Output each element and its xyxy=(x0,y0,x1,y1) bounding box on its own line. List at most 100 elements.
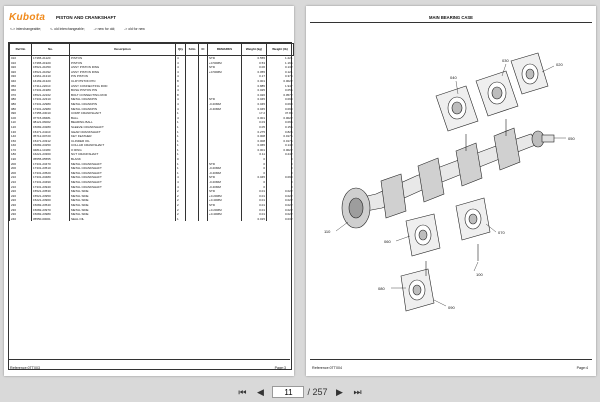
table-cell: 17365-21120 xyxy=(31,55,70,61)
table-cell xyxy=(185,216,199,222)
counterweight xyxy=(417,157,445,203)
table-cell: 220 xyxy=(9,198,32,203)
main-bearing-case xyxy=(405,213,441,257)
table-cell xyxy=(185,65,199,70)
table-cell xyxy=(207,74,242,79)
table-header-row: Ref No No. Description Qty S.No IC REMAR… xyxy=(9,43,294,56)
main-bearing-case xyxy=(455,197,491,241)
table-cell: 0.0022 xyxy=(266,147,294,153)
table-cell: 0.055 xyxy=(241,69,267,75)
table-cell: 0.17 xyxy=(241,74,267,79)
table-cell xyxy=(198,115,208,121)
table-cell: 1 xyxy=(175,120,186,125)
col-header: Weight (lb) xyxy=(266,43,294,56)
table-cell: METAL CRANKSHAFT xyxy=(69,180,176,185)
table-cell xyxy=(198,180,208,185)
table-cell: 15082-23280 xyxy=(31,124,70,130)
table-cell: 05712-00720 xyxy=(31,134,70,139)
table-cell: 090 xyxy=(9,111,32,116)
table-cell: 0 xyxy=(266,166,294,171)
next-page-icon[interactable]: ▶ xyxy=(336,386,343,397)
table-cell: 07715-08481 xyxy=(31,115,70,121)
table-cell xyxy=(207,83,242,89)
table-cell: 1 xyxy=(175,111,186,116)
table-cell: 0.022 xyxy=(266,212,294,217)
table-cell xyxy=(198,92,208,98)
table-cell: 0 xyxy=(241,170,267,176)
table-cell xyxy=(185,180,199,185)
table-cell: 0.05 xyxy=(241,124,267,130)
table-cell: 200 xyxy=(9,161,32,167)
col-header: Ref No xyxy=(9,43,32,56)
table-cell xyxy=(198,138,208,144)
table-cell: COLLAR CRANKSHAFT xyxy=(69,143,176,148)
previous-page-icon[interactable]: ◀ xyxy=(257,386,264,397)
table-cell: 1 xyxy=(175,124,186,130)
table-cell: 17331-22980 xyxy=(31,106,70,112)
table-cell: 0 xyxy=(266,157,294,162)
table-cell: 08121-06002 xyxy=(31,120,70,125)
table-cell: 17331-21980 xyxy=(31,88,70,93)
table-cell xyxy=(185,111,199,116)
first-page-icon[interactable]: ⏮ xyxy=(238,386,247,397)
table-cell: 0.01 xyxy=(241,193,267,199)
table-cell: 1.947 xyxy=(266,83,294,89)
table-cell: 0.008 xyxy=(241,138,267,144)
table-cell: 0.032 xyxy=(266,216,294,222)
table-cell: 070 xyxy=(9,92,32,98)
table-cell: 17311-22010 xyxy=(31,83,70,89)
table-cell: 110 xyxy=(9,120,32,125)
table-cell: 010 xyxy=(9,60,32,66)
table-cell: 15521-22162 xyxy=(31,92,70,98)
table-cell xyxy=(185,83,199,89)
table-cell xyxy=(185,78,199,84)
table-cell xyxy=(198,124,208,130)
table-cell: 15082-23970 xyxy=(31,207,70,213)
table-cell: 0.015 xyxy=(241,216,267,222)
table-cell: METAL CRANKPIN xyxy=(69,97,176,102)
table-cell xyxy=(198,216,208,222)
table-cell: BEARING BALL xyxy=(69,120,176,125)
table-cell xyxy=(185,115,199,121)
table-cell xyxy=(185,97,199,102)
last-page-icon[interactable]: ⏭ xyxy=(353,386,362,397)
table-cell: 15521-21050 xyxy=(31,65,70,70)
table-cell: 150 xyxy=(9,138,32,144)
table-cell: BLANK xyxy=(69,157,176,162)
table-cell: 220 xyxy=(9,189,32,194)
table-cell: STD xyxy=(207,203,242,208)
table-cell xyxy=(185,166,199,171)
table-cell: 4 xyxy=(175,101,186,107)
table-cell: STD xyxy=(207,175,242,181)
table-cell: PISTON xyxy=(69,55,176,61)
table-cell: 230 xyxy=(9,212,32,217)
legend-item: -> old for new xyxy=(124,27,145,31)
table-cell: 1 xyxy=(175,161,186,167)
callout-label: 060 xyxy=(384,239,391,244)
table-cell: 05550-00001 xyxy=(31,216,70,222)
table-cell: BUSH PISTON PIN xyxy=(69,88,176,93)
table-cell: KEY FEATHER xyxy=(69,134,176,139)
table-cell: 020 xyxy=(9,65,32,70)
table-cell: 17331-23520 xyxy=(31,170,70,176)
table-cell: +0.50MM xyxy=(207,60,242,66)
page-number-input[interactable] xyxy=(272,386,305,398)
table-cell: 1 xyxy=(175,129,186,135)
table-cell: 1 xyxy=(175,166,186,171)
table-cell xyxy=(198,175,208,181)
table-cell: 4 xyxy=(175,65,186,70)
table-cell: 230 xyxy=(9,207,32,213)
table-cell: 17331-22980 xyxy=(31,101,70,107)
table-cell: METAL SIDE xyxy=(69,198,176,203)
table-cell: 1 xyxy=(175,134,186,139)
